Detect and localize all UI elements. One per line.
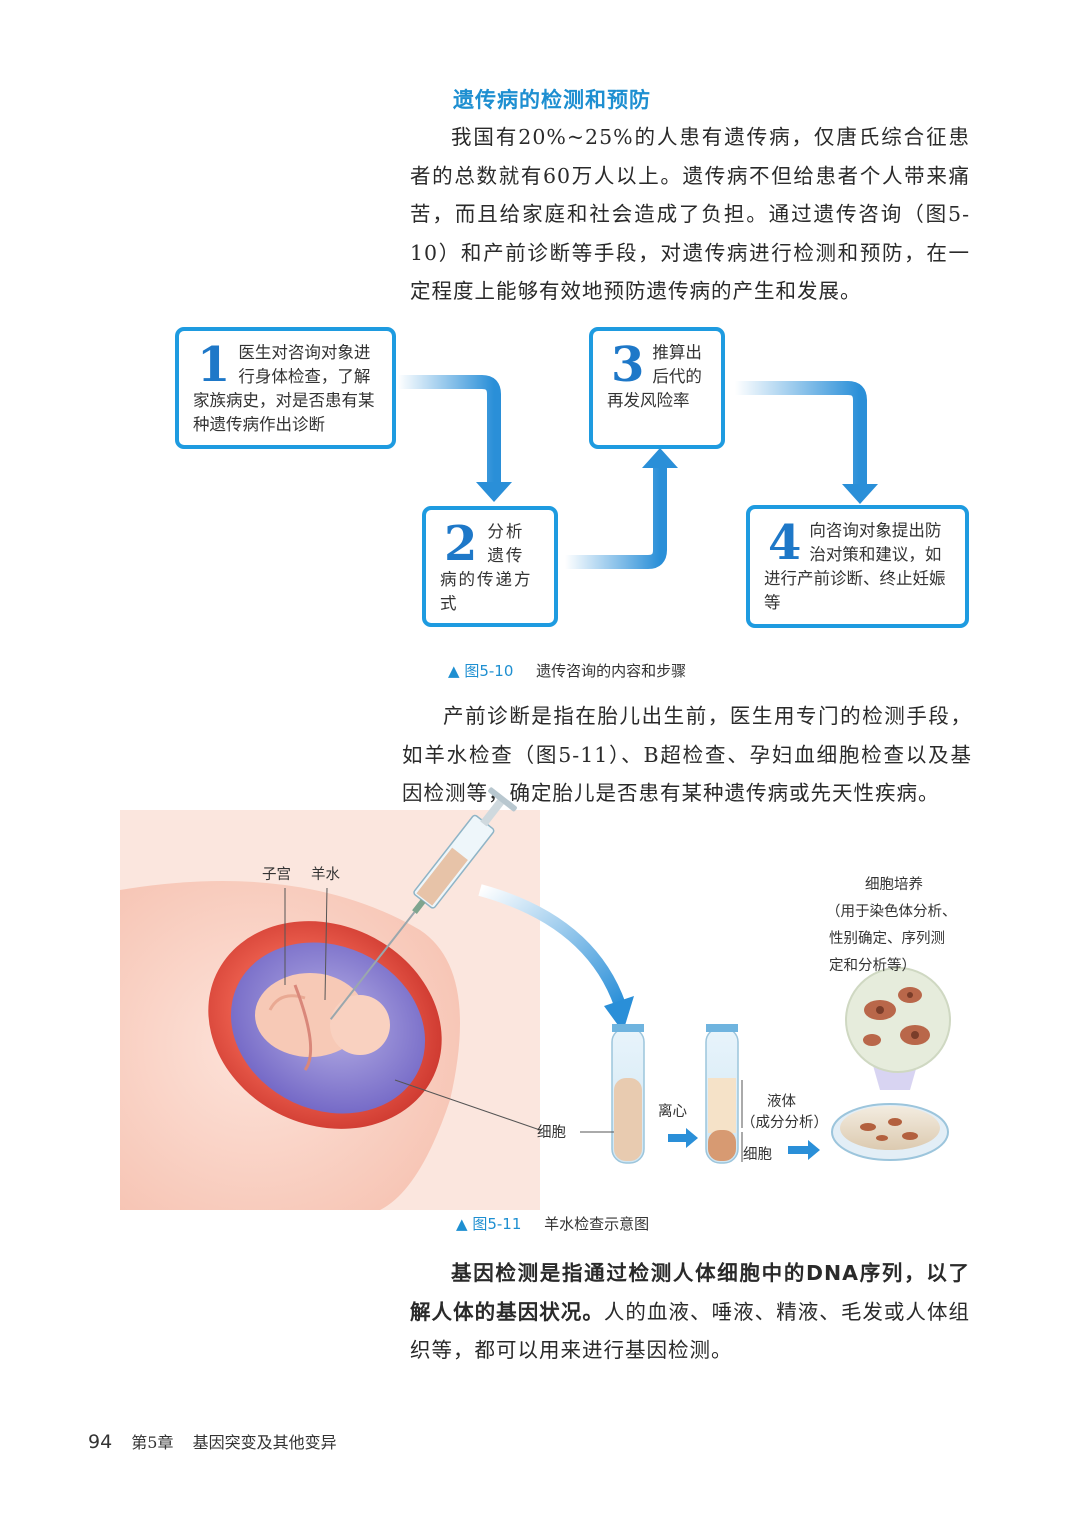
arrow-2-to-3-head — [642, 448, 678, 468]
step-1-number: 1 — [197, 337, 231, 393]
step-4-box: 4 向咨询对象提出防治对策和建议，如进行产前诊断、终止妊娠等 — [746, 505, 969, 628]
paragraph-gene-testing: 基因检测是指通过检测人体细胞中的DNA序列，以了解人体的基因状况。人的血液、唾液… — [410, 1254, 970, 1370]
label-amniotic-fluid: 羊水 — [311, 867, 340, 883]
section-heading: 遗传病的检测和预防 — [453, 88, 651, 112]
centrifuge-arrow — [668, 1128, 698, 1148]
test-tube-1 — [611, 1024, 645, 1164]
step-3-text: 推算出后代的再发风险率 — [607, 343, 702, 410]
step-2-number: 2 — [444, 516, 480, 572]
step-3-box: 3 推算出后代的再发风险率 — [589, 327, 725, 449]
figure-5-10-title: 遗传咨询的内容和步骤 — [536, 662, 687, 680]
label-cells-right: 细胞 — [743, 1147, 772, 1163]
label-culture-note-2: 性别确定、序列测 — [829, 931, 945, 947]
chapter-number: 第5章 — [131, 1433, 174, 1452]
figure-5-10-caption: ▲ 图5-10 遗传咨询的内容和步骤 — [448, 660, 686, 681]
paragraph-intro: 我国有20%~25%的人患有遗传病，仅唐氏综合征患者的总数就有60万人以上。遗传… — [410, 118, 970, 311]
step-4-text: 向咨询对象提出防治对策和建议，如进行产前诊断、终止妊娠等 — [764, 521, 946, 612]
label-liquid-note: （成分分析） — [741, 1115, 828, 1131]
arrow-2-to-3 — [565, 468, 667, 569]
label-culture-note-3: 定和分析等） — [829, 958, 916, 974]
label-centrifuge: 离心 — [658, 1104, 687, 1120]
chapter-title: 基因突变及其他变异 — [192, 1433, 337, 1452]
cell-culture-magnified — [845, 967, 951, 1073]
page-footer: 94 第5章 基因突变及其他变异 — [88, 1429, 337, 1453]
caption-triangle-icon: ▲ — [456, 1215, 468, 1233]
test-tube-2 — [705, 1024, 739, 1164]
caption-triangle-icon: ▲ — [448, 662, 460, 680]
figure-5-10-label: 图5-10 — [464, 662, 514, 680]
label-cells-left: 细胞 — [537, 1125, 566, 1141]
figure-5-11-label: 图5-11 — [472, 1215, 522, 1233]
syringe — [329, 787, 517, 1020]
paragraph-prenatal: 产前诊断是指在胎儿出生前，医生用专门的检测手段，如羊水检查（图5-11）、B超检… — [402, 697, 972, 813]
amniocentesis-illustration — [120, 787, 951, 1210]
step-1-text: 医生对咨询对象进行身体检查，了解家族病史，对是否患有某种遗传病作出诊断 — [193, 343, 375, 434]
label-uterus: 子宫 — [262, 867, 291, 883]
gene-testing-samples: 人的血液、唾液、精液、毛发或人体组织等，都可以用来进行基因检测。 — [410, 1299, 971, 1363]
label-culture-title: 细胞培养 — [865, 877, 923, 893]
label-culture-note-1: （用于染色体分析、 — [826, 904, 957, 920]
paragraph-prenatal-text: 产前诊断是指在胎儿出生前，医生用专门的检测手段，如羊水检查（图5-11）、B超检… — [402, 704, 972, 805]
transfer-arrow — [478, 884, 626, 1008]
step-4-number: 4 — [768, 515, 802, 571]
arrow-3-to-4-head — [842, 484, 878, 504]
step-2-text: 分析遗传病的传递方式 — [440, 522, 533, 613]
fetus-head — [330, 995, 390, 1055]
flow-arrows — [398, 375, 878, 569]
paragraph-gene-testing-text: 基因检测是指通过检测人体细胞中的DNA序列，以了解人体的基因状况。人的血液、唾液… — [410, 1254, 970, 1370]
arrow-1-to-2 — [398, 375, 501, 482]
figure-5-11-title: 羊水检查示意图 — [544, 1215, 650, 1233]
figure-5-11-caption: ▲ 图5-11 羊水检查示意图 — [456, 1213, 649, 1234]
step-2-box: 2 分析遗传病的传递方式 — [422, 506, 558, 627]
gene-testing-definition: 基因检测是指通过检测人体细胞中的DNA序列，以了解人体的基因状况。 — [410, 1261, 970, 1324]
step-3-number: 3 — [611, 337, 645, 393]
page-number: 94 — [88, 1431, 113, 1453]
label-liquid: 液体 — [767, 1094, 796, 1110]
paragraph-intro-text: 我国有20%~25%的人患有遗传病，仅唐氏综合征患者的总数就有60万人以上。遗传… — [410, 125, 970, 303]
umbilical-cord — [293, 984, 313, 1071]
culture-arrow — [788, 1140, 820, 1160]
step-1-box: 1 医生对咨询对象进行身体检查，了解家族病史，对是否患有某种遗传病作出诊断 — [175, 327, 396, 449]
arrow-1-to-2-head — [476, 482, 512, 502]
arrow-3-to-4 — [735, 381, 867, 484]
